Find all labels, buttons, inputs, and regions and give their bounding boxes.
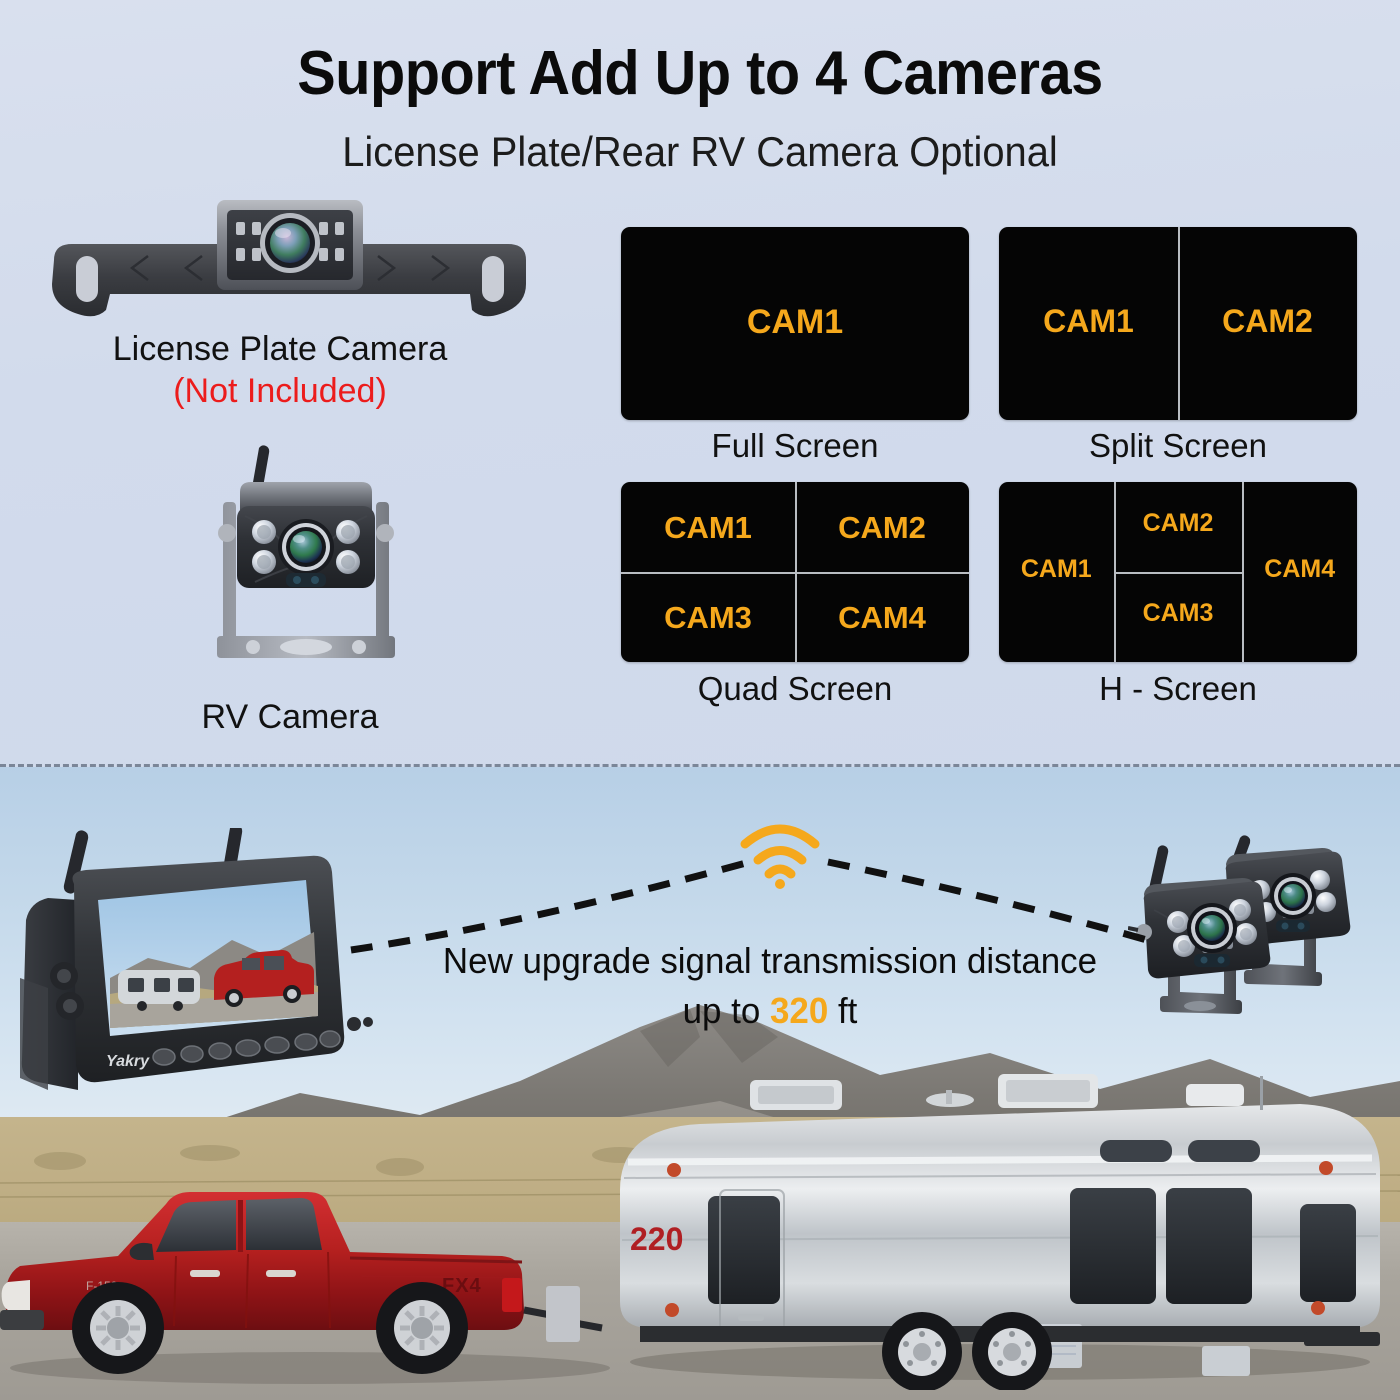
trailer-number: 220 [630, 1221, 683, 1257]
screen-mode-title: H - Screen [1099, 670, 1257, 707]
signal-line-1: New upgrade signal transmission distance [442, 940, 1098, 981]
screen-mode-full-screen[interactable]: CAM1 Full Screen [621, 227, 969, 464]
signal-distance-value: 320 [769, 990, 829, 1031]
screen-mode-quad-screen[interactable]: CAM1 CAM2 CAM3 CAM4 Quad Screen [621, 482, 969, 707]
page-title: Support Add Up to 4 Cameras [297, 39, 1103, 108]
license-plate-camera-note: (Not Included) [173, 372, 387, 410]
rv-camera-image [185, 440, 425, 695]
cam-label: CAM4 [838, 600, 926, 635]
screen-divider-horizontal-center [1113, 572, 1243, 574]
cam-label: CAM2 [838, 510, 926, 545]
page-subtitle: License Plate/Rear RV Camera Optional [342, 128, 1058, 175]
pickup-truck-image: FX4 F-150 [0, 1160, 630, 1390]
license-plate-camera-image [40, 198, 540, 383]
screen-preview-split: CAM1 CAM2 [999, 227, 1357, 420]
cam-label: CAM2 [1142, 509, 1214, 537]
cam-label: CAM3 [1142, 599, 1214, 627]
cam-label: CAM1 [664, 510, 752, 545]
screen-mode-title: Quad Screen [697, 670, 893, 707]
monitor-button-row [152, 1030, 341, 1066]
cam-label: CAM1 [746, 303, 844, 341]
cam-label: CAM2 [1222, 303, 1313, 339]
cam-label: CAM3 [664, 600, 752, 635]
signal-arc-left [345, 838, 765, 958]
screen-divider-horizontal [621, 572, 969, 574]
cam-label: CAM4 [1264, 555, 1336, 583]
signal-suffix: ft [828, 990, 858, 1031]
screen-mode-title: Full Screen [711, 427, 879, 464]
screen-preview-hscreen: CAM1 CAM2 CAM3 CAM4 [999, 482, 1357, 662]
rv-camera-label: RV Camera [201, 698, 379, 736]
screen-mode-title: Split Screen [1089, 427, 1267, 464]
section-divider [0, 764, 1400, 767]
screen-divider-vertical-right [1242, 482, 1245, 662]
monitor-brand-label: Yakry [106, 1053, 150, 1070]
airstream-trailer-image: 220 [600, 1070, 1400, 1392]
screen-preview-full: CAM1 [621, 227, 969, 420]
wifi-icon [735, 818, 825, 890]
cam-label: CAM1 [1020, 555, 1092, 583]
signal-arc-right [822, 838, 1162, 958]
signal-prefix: up to [682, 990, 770, 1031]
license-plate-camera-label: License Plate Camera [112, 330, 448, 368]
signal-distance-text: New upgrade signal transmission distance… [382, 936, 1158, 1036]
screen-mode-split-screen[interactable]: CAM1 CAM2 Split Screen [999, 227, 1357, 464]
truck-badge: FX4 [442, 1275, 482, 1297]
cam-label: CAM1 [1043, 303, 1134, 339]
screen-divider-vertical [1178, 227, 1180, 420]
screen-preview-quad: CAM1 CAM2 CAM3 CAM4 [621, 482, 969, 662]
wireless-monitor-image[interactable]: Yakry [18, 824, 378, 1118]
screen-mode-h-screen[interactable]: CAM1 CAM2 CAM3 CAM4 H - Screen [999, 482, 1357, 707]
rv-camera-pair-image [1127, 828, 1400, 1028]
signal-line-2: up to 320 ft [382, 986, 1158, 1036]
